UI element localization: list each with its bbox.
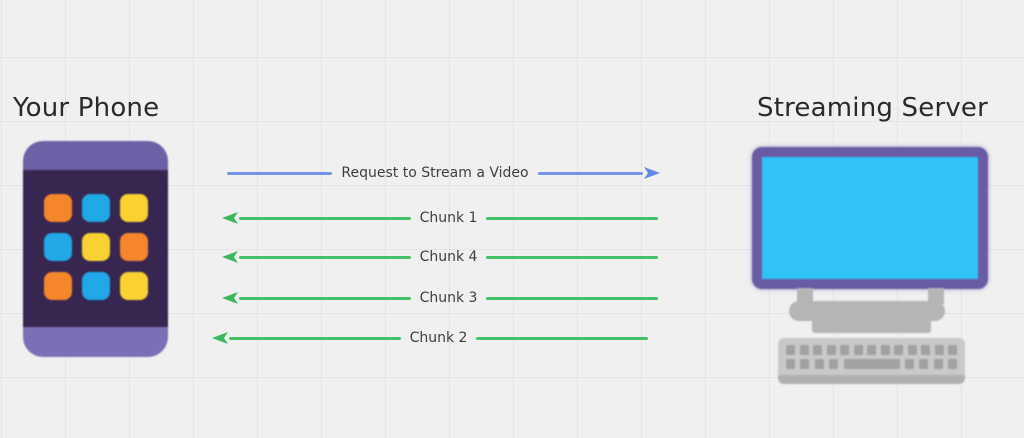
- keyboard-row: [786, 345, 957, 355]
- arrow-line: [227, 171, 333, 175]
- app-tile: [81, 272, 110, 300]
- arrow-line: [239, 255, 411, 259]
- chunk1-arrow-label: Chunk 1: [419, 210, 478, 226]
- arrow-line: [476, 336, 649, 340]
- app-tile: [119, 272, 148, 300]
- app-tile: [81, 233, 110, 261]
- app-tile: [119, 233, 148, 261]
- keyboard-row: [786, 359, 957, 369]
- monitor-stand: [812, 319, 931, 333]
- arrow-line: [239, 216, 411, 220]
- arrow-line: [486, 296, 659, 300]
- arrow-line: [229, 336, 401, 340]
- arrow-left-icon: [222, 251, 238, 263]
- app-tile: [81, 194, 110, 222]
- phone-top-bezel: [23, 141, 168, 170]
- arrow-right-icon: [644, 167, 660, 179]
- app-tile: [119, 194, 148, 222]
- monitor-stand: [797, 288, 813, 304]
- arrow-left-icon: [222, 292, 238, 304]
- monitor-stand: [928, 288, 944, 304]
- phone-bottom-bezel: [23, 327, 168, 357]
- keyboard-icon: [778, 338, 965, 384]
- phone-icon: [23, 141, 168, 357]
- arrow-line: [486, 255, 659, 259]
- spacebar-key: [843, 359, 900, 369]
- monitor-stand: [789, 301, 945, 321]
- server-title: Streaming Server: [757, 93, 989, 123]
- chunk4-arrow: Chunk 4: [222, 246, 659, 268]
- monitor-icon: [752, 147, 988, 289]
- chunk2-arrow-label: Chunk 2: [409, 330, 468, 346]
- arrow-left-icon: [212, 332, 228, 344]
- chunk2-arrow: Chunk 2: [212, 327, 649, 349]
- chunk3-arrow-label: Chunk 3: [419, 290, 478, 306]
- chunk4-arrow-label: Chunk 4: [419, 249, 478, 265]
- request-arrow: Request to Stream a Video: [227, 162, 661, 184]
- chunk1-arrow: Chunk 1: [222, 207, 659, 229]
- phone-title: Your Phone: [13, 93, 160, 123]
- arrow-line: [239, 296, 411, 300]
- arrow-line: [537, 171, 643, 175]
- arrow-line: [486, 216, 659, 220]
- arrow-left-icon: [222, 212, 238, 224]
- app-tile: [43, 194, 72, 222]
- app-tile: [43, 272, 72, 300]
- app-tile: [43, 233, 72, 261]
- phone-screen: [23, 170, 168, 327]
- request-arrow-label: Request to Stream a Video: [341, 165, 529, 181]
- chunk3-arrow: Chunk 3: [222, 287, 659, 309]
